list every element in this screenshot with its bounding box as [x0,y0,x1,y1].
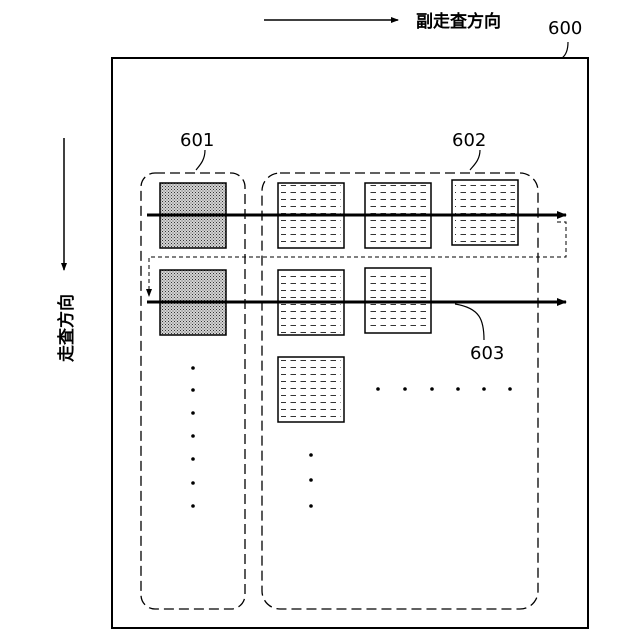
ellipsis-dot [191,434,195,438]
group-602-leader-line [470,150,480,170]
group-601-leader-line [196,150,205,170]
ellipsis-dots-vertical-left [191,366,195,508]
ellipsis-dots-vertical-middle [309,453,313,508]
ellipsis-dot [191,366,195,370]
scan-path-label: 603 [470,343,504,364]
scan-direction-label: 走査方向 [56,294,77,362]
ellipsis-dots-horizontal [376,387,512,391]
sheet-leader-line [562,42,568,58]
ellipsis-dot [309,453,313,457]
sub-scan-direction-label: 副走査方向 [416,11,501,32]
group-602-label: 602 [452,130,486,151]
ellipsis-dot [456,387,460,391]
ellipsis-dot [403,387,407,391]
scan-path-leader-line [455,304,484,340]
ellipsis-dot [376,387,380,391]
ellipsis-dot [309,504,313,508]
sheet-label: 600 [548,18,582,39]
ellipsis-dot [191,388,195,392]
ellipsis-dot [191,504,195,508]
dashed-tile [278,357,344,422]
dashed-tile [452,180,518,245]
ellipsis-dot [191,457,195,461]
svg-text:走査方向: 走査方向 [56,294,77,362]
ellipsis-dot [482,387,486,391]
group-601-label: 601 [180,130,214,151]
ellipsis-dot [191,411,195,415]
ellipsis-dot [430,387,434,391]
ellipsis-dot [191,481,195,485]
ellipsis-dot [508,387,512,391]
ellipsis-dot [309,478,313,482]
